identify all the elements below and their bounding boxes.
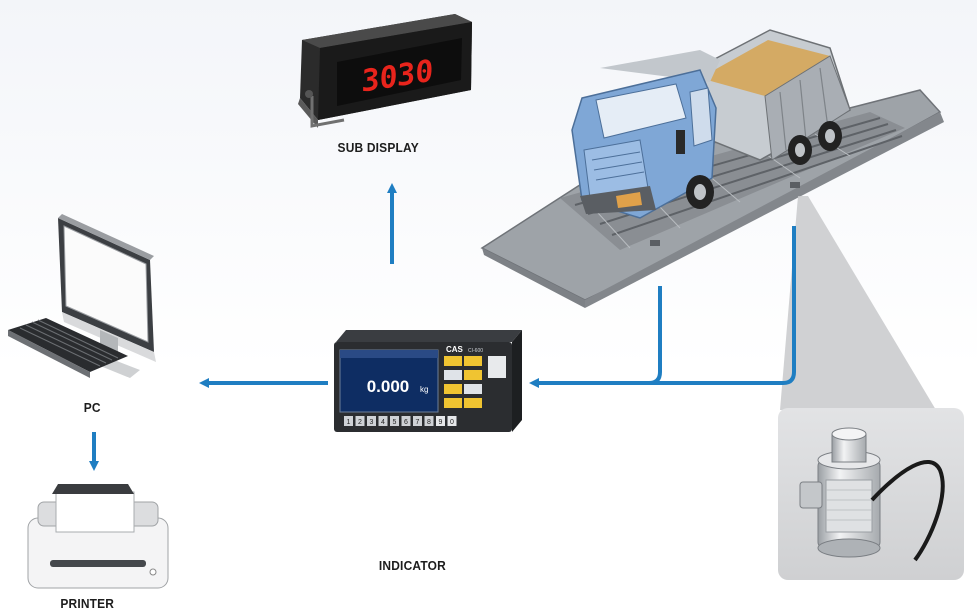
- truck-wheels: [686, 121, 842, 209]
- keypad-key: [390, 416, 399, 426]
- keypad-key-label: 1: [347, 419, 351, 426]
- keypad-key-label: 9: [439, 419, 443, 426]
- keypad-key: [401, 416, 411, 426]
- arrow-from-scale: [529, 226, 796, 388]
- keypad-key: [436, 416, 445, 426]
- keypad-key: [344, 416, 353, 426]
- keypad-key-label: 8: [427, 419, 431, 426]
- truck-scale: [480, 29, 944, 308]
- keypad-key-label: 4: [381, 419, 385, 426]
- keypad-key: [424, 416, 434, 426]
- keypad-key-label: 6: [404, 419, 408, 426]
- indicator-weight: 0.000: [367, 377, 410, 396]
- keypad-key-label: 0: [450, 419, 454, 426]
- keypad-key-label: 5: [393, 419, 397, 426]
- keypad-key-label: 7: [416, 419, 420, 426]
- keypad-key-label: 3: [370, 419, 374, 426]
- keypad-key: [378, 416, 388, 426]
- printer: [27, 484, 169, 589]
- printer-label: PRINTER: [60, 596, 115, 611]
- sub-display-label: SUB DISPLAY: [337, 140, 419, 155]
- indicator-unit: kg: [420, 385, 428, 394]
- pc: [8, 214, 156, 378]
- sub-display: 3030: [298, 14, 472, 128]
- indicator-label: INDICATOR: [378, 558, 446, 573]
- keypad-key: [355, 416, 365, 426]
- keypad-key: [447, 416, 457, 426]
- load-cell-zoom: [778, 196, 964, 580]
- indicator-brand: CAS: [446, 345, 464, 354]
- connection-arrows: [89, 183, 796, 471]
- indicator-model: CI-600: [468, 348, 483, 354]
- scale-cable: [648, 286, 662, 385]
- keypad-key: [367, 416, 376, 426]
- keypad-key: [413, 416, 422, 426]
- keypad-key-label: 2: [358, 419, 362, 426]
- pc-label: PC: [83, 400, 101, 415]
- load-cell: [799, 427, 881, 558]
